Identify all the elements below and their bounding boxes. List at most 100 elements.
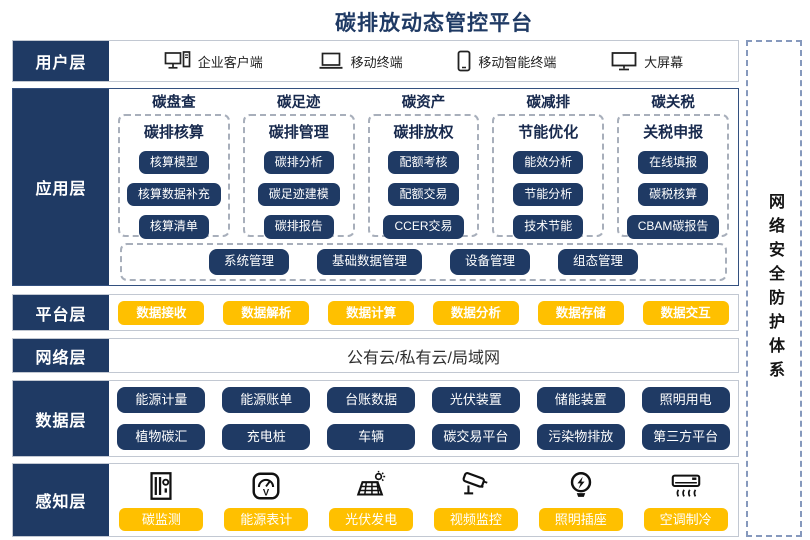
data-source: 污染物排放 xyxy=(536,424,625,450)
app-column-header: 碳盘查 xyxy=(152,95,196,111)
large-screen-icon xyxy=(611,51,637,70)
app-module: 配额考核 xyxy=(388,151,459,175)
data-sources-row-1: 能源计量 能源账单 台账数据 光伏装置 储能装置 照明用电 xyxy=(109,387,738,413)
security-sidebar-label: 网络安全防护体系 xyxy=(766,192,783,385)
layer-application-content: 碳盘查 碳排核算 核算模型 核算数据补充 核算清单 碳足迹 碳排管理 碳排分析 … xyxy=(109,89,738,285)
app-module: 碳排报告 xyxy=(263,215,334,239)
app-column-subtitle: 节能优化 xyxy=(518,124,579,141)
data-source: 照明用电 xyxy=(641,387,730,413)
perception-item-carbon-monitor: 碳监测 xyxy=(109,469,214,531)
user-item-label: 移动智能终端 xyxy=(478,54,557,70)
app-common-module: 系统管理 xyxy=(208,249,289,275)
perception-label: 空调制冷 xyxy=(643,508,728,531)
data-source: 台账数据 xyxy=(327,387,416,413)
app-common-module: 设备管理 xyxy=(450,249,531,275)
data-source: 光伏装置 xyxy=(431,387,520,413)
cctv-camera-icon xyxy=(462,472,488,495)
app-column-carbon-footprint: 碳足迹 碳排管理 碳排分析 碳足迹建模 碳排报告 xyxy=(242,93,355,239)
perception-item-hvac: 空调制冷 xyxy=(633,469,738,531)
laptop-icon xyxy=(319,52,343,69)
perception-label: 碳监测 xyxy=(119,508,204,531)
app-column-box: 碳排管理 碳排分析 碳足迹建模 碳排报告 xyxy=(242,114,355,239)
app-column-box: 碳排放权 配额考核 配额交易 CCER交易 xyxy=(367,114,480,239)
app-module: 技术节能 xyxy=(513,215,584,239)
layer-network-label: 网络层 xyxy=(13,339,109,372)
platform-module: 数据解析 xyxy=(223,300,310,325)
app-module: CCER交易 xyxy=(383,215,464,239)
data-sources-row-2: 植物碳汇 充电桩 车辆 碳交易平台 污染物排放 第三方平台 xyxy=(109,424,738,450)
app-column-subtitle: 碳排放权 xyxy=(393,124,454,141)
solar-panel-icon xyxy=(356,470,386,496)
data-source: 充电桩 xyxy=(222,424,311,450)
layer-data-label: 数据层 xyxy=(13,381,109,456)
app-module: 核算数据补充 xyxy=(126,183,221,207)
user-item-big-screen: 大屏幕 xyxy=(611,51,683,72)
data-source: 能源计量 xyxy=(117,387,206,413)
layer-application: 应用层 碳盘查 碳排核算 核算模型 核算数据补充 核算清单 碳足迹 碳排管理 碳… xyxy=(12,88,739,286)
layer-perception: 感知层 碳监测 V 能源表计 xyxy=(12,463,739,537)
app-column-carbon-asset: 碳资产 碳排放权 配额考核 配额交易 CCER交易 xyxy=(367,93,480,239)
user-item-enterprise-client: 企业客户端 xyxy=(164,51,263,71)
layer-application-label: 应用层 xyxy=(13,89,109,285)
carbon-monitor-icon xyxy=(150,472,172,500)
smartphone-icon xyxy=(457,50,471,72)
layer-user-label: 用户层 xyxy=(13,41,109,81)
layer-network: 网络层 公有云/私有云/局域网 xyxy=(12,338,739,373)
app-module: 在线填报 xyxy=(638,151,709,175)
security-sidebar: 网络安全防护体系 xyxy=(746,40,802,537)
perception-item-lighting: 照明插座 xyxy=(528,469,633,531)
layer-user-content: 企业客户端 移动终端 移动智能终端 大屏幕 xyxy=(109,41,738,81)
app-column-header: 碳足迹 xyxy=(276,95,321,111)
app-module: 能效分析 xyxy=(513,151,584,175)
energy-meter-icon: V xyxy=(252,472,280,500)
data-source: 储能装置 xyxy=(536,387,625,413)
user-item-label: 企业客户端 xyxy=(197,54,263,70)
data-source: 植物碳汇 xyxy=(117,424,206,450)
app-column-carbon-tariff: 碳关税 关税申报 在线填报 碳税核算 CBAM碳报告 xyxy=(617,93,729,239)
svg-text:V: V xyxy=(263,487,270,498)
air-conditioner-icon xyxy=(671,474,700,497)
app-column-subtitle: 碳排管理 xyxy=(268,124,329,141)
desktop-pc-icon xyxy=(164,51,191,69)
platform-module: 数据计算 xyxy=(328,300,415,325)
data-source: 车辆 xyxy=(327,424,416,450)
application-columns: 碳盘查 碳排核算 核算模型 核算数据补充 核算清单 碳足迹 碳排管理 碳排分析 … xyxy=(118,93,729,239)
layer-platform-label: 平台层 xyxy=(13,295,109,330)
app-module: 碳足迹建模 xyxy=(257,183,340,207)
platform-module: 数据接收 xyxy=(118,300,205,325)
app-column-subtitle: 关税申报 xyxy=(643,124,704,141)
perception-label: 照明插座 xyxy=(538,508,623,531)
app-column-header: 碳关税 xyxy=(651,95,695,111)
perception-item-energy-meter: V 能源表计 xyxy=(214,469,319,531)
user-item-mobile-terminal: 移动终端 xyxy=(318,51,403,71)
layer-platform: 平台层 数据接收 数据解析 数据计算 数据分析 数据存储 数据交互 xyxy=(12,294,739,331)
light-bulb-icon xyxy=(570,472,591,497)
page-title: 碳排放动态管控平台 xyxy=(335,12,533,35)
platform-module: 数据分析 xyxy=(432,300,519,325)
layer-data: 数据层 能源计量 能源账单 台账数据 光伏装置 储能装置 照明用电 植物碳汇 充… xyxy=(12,380,739,457)
app-module: 碳排分析 xyxy=(263,151,334,175)
user-item-label: 大屏幕 xyxy=(644,54,684,70)
perception-label: 能源表计 xyxy=(224,508,309,531)
layer-user: 用户层 企业客户端 移动终端 移动智能终端 xyxy=(12,40,739,82)
platform-module: 数据存储 xyxy=(537,300,624,325)
app-module: 核算清单 xyxy=(138,215,209,239)
app-column-carbon-inventory: 碳盘查 碳排核算 核算模型 核算数据补充 核算清单 xyxy=(118,93,230,239)
layer-data-content: 能源计量 能源账单 台账数据 光伏装置 储能装置 照明用电 植物碳汇 充电桩 车… xyxy=(109,381,738,456)
perception-item-cctv: 视频监控 xyxy=(424,469,529,531)
layer-perception-content: 碳监测 V 能源表计 xyxy=(109,464,738,536)
app-column-subtitle: 碳排核算 xyxy=(143,124,204,141)
app-column-box: 碳排核算 核算模型 核算数据补充 核算清单 xyxy=(118,114,230,239)
data-source: 碳交易平台 xyxy=(431,424,520,450)
app-module: 核算模型 xyxy=(138,151,209,175)
layer-platform-content: 数据接收 数据解析 数据计算 数据分析 数据存储 数据交互 xyxy=(109,295,738,330)
app-common-module: 组态管理 xyxy=(558,249,639,275)
app-common-module: 基础数据管理 xyxy=(316,249,422,275)
app-module: 碳税核算 xyxy=(638,183,709,207)
perception-item-solar: 光伏发电 xyxy=(319,469,424,531)
app-module: 配额交易 xyxy=(388,183,459,207)
perception-label: 光伏发电 xyxy=(329,508,414,531)
data-source: 能源账单 xyxy=(222,387,311,413)
layer-perception-label: 感知层 xyxy=(13,464,109,536)
app-column-box: 关税申报 在线填报 碳税核算 CBAM碳报告 xyxy=(617,114,729,239)
